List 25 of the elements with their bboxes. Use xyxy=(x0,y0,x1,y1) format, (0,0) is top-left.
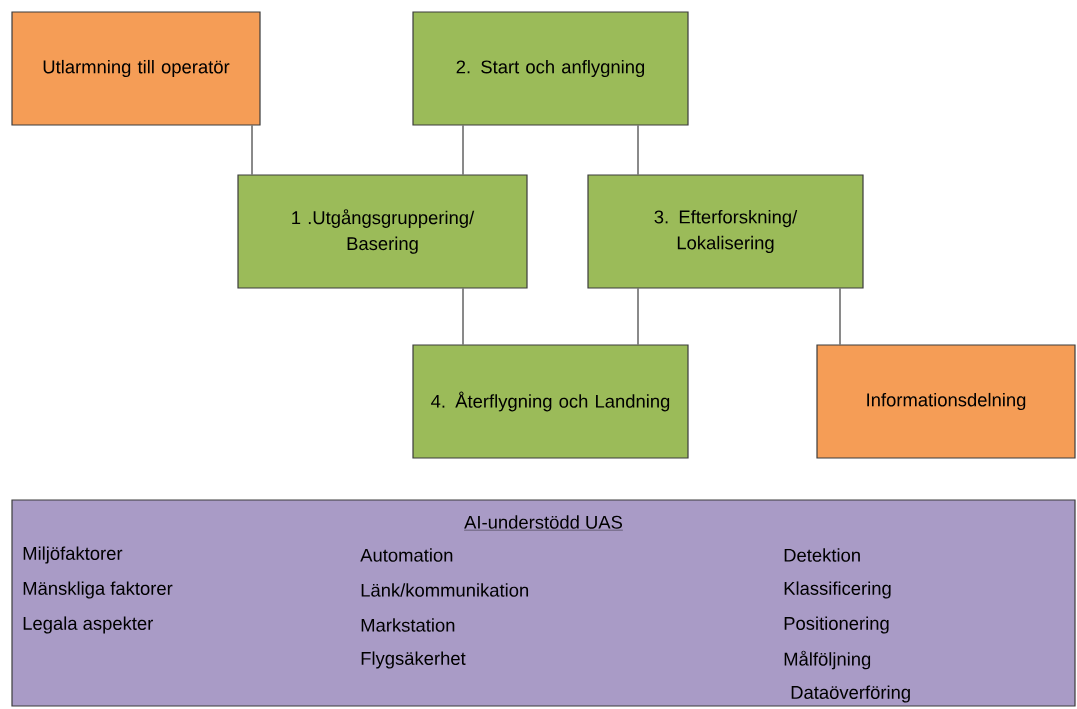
list-item: Legala aspekter xyxy=(23,616,153,634)
list-item: Flygsäkerhet xyxy=(361,651,466,669)
connector-line xyxy=(839,288,841,345)
process-box: 4. Återflygning och Landning xyxy=(412,344,689,459)
list-item: Miljöfaktorer xyxy=(23,546,123,564)
connector-line xyxy=(637,125,639,175)
event-box: Informationsdelning xyxy=(816,344,1076,459)
process-box: 2. Start och anflygning xyxy=(412,11,689,126)
event-box: Utlarmning till operatör xyxy=(11,11,261,126)
connector-line xyxy=(251,125,253,175)
list-item: Klassificering xyxy=(784,581,891,599)
list-item: Dataöverföring xyxy=(791,685,910,703)
list-item: Automation xyxy=(360,548,453,562)
connector-line xyxy=(462,125,464,175)
list-item: Mänskliga faktorer xyxy=(23,581,173,599)
process-box: 1 .Utgångsgruppering/ Basering xyxy=(237,174,528,289)
connector-line xyxy=(637,288,639,345)
process-box: 3. Efterforskning/ Lokalisering xyxy=(587,174,864,289)
panel-heading: AI-understödd UAS xyxy=(463,515,624,531)
list-item: Detektion xyxy=(784,548,860,562)
list-item: Länk/kommunikation xyxy=(361,583,529,597)
list-item: Markstation xyxy=(361,618,455,632)
list-item: Målföljning xyxy=(784,650,871,670)
connector-line xyxy=(462,288,464,345)
list-item: Positionering xyxy=(784,616,889,634)
